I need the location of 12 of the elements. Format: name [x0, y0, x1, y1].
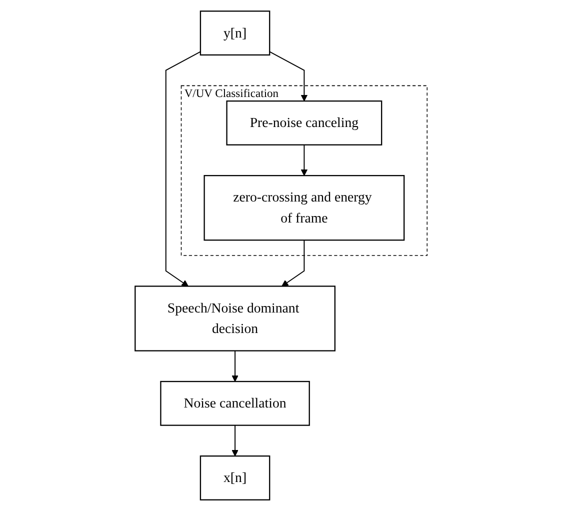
node-box: x[n]: [200, 455, 270, 500]
node-box: Speech/Noise dominant decision: [134, 286, 336, 352]
node-box: Noise cancellation: [160, 380, 310, 426]
node-box: Pre-noise canceling: [226, 100, 382, 146]
arrow: [300, 144, 308, 176]
arrow: [165, 51, 201, 287]
arrow: [281, 240, 305, 287]
node-box: y[n]: [200, 10, 270, 56]
arrow: [232, 424, 238, 456]
arrow: [268, 51, 308, 102]
node-box: zero-crossing and energy of frame: [204, 175, 405, 241]
arrow: [232, 350, 238, 382]
